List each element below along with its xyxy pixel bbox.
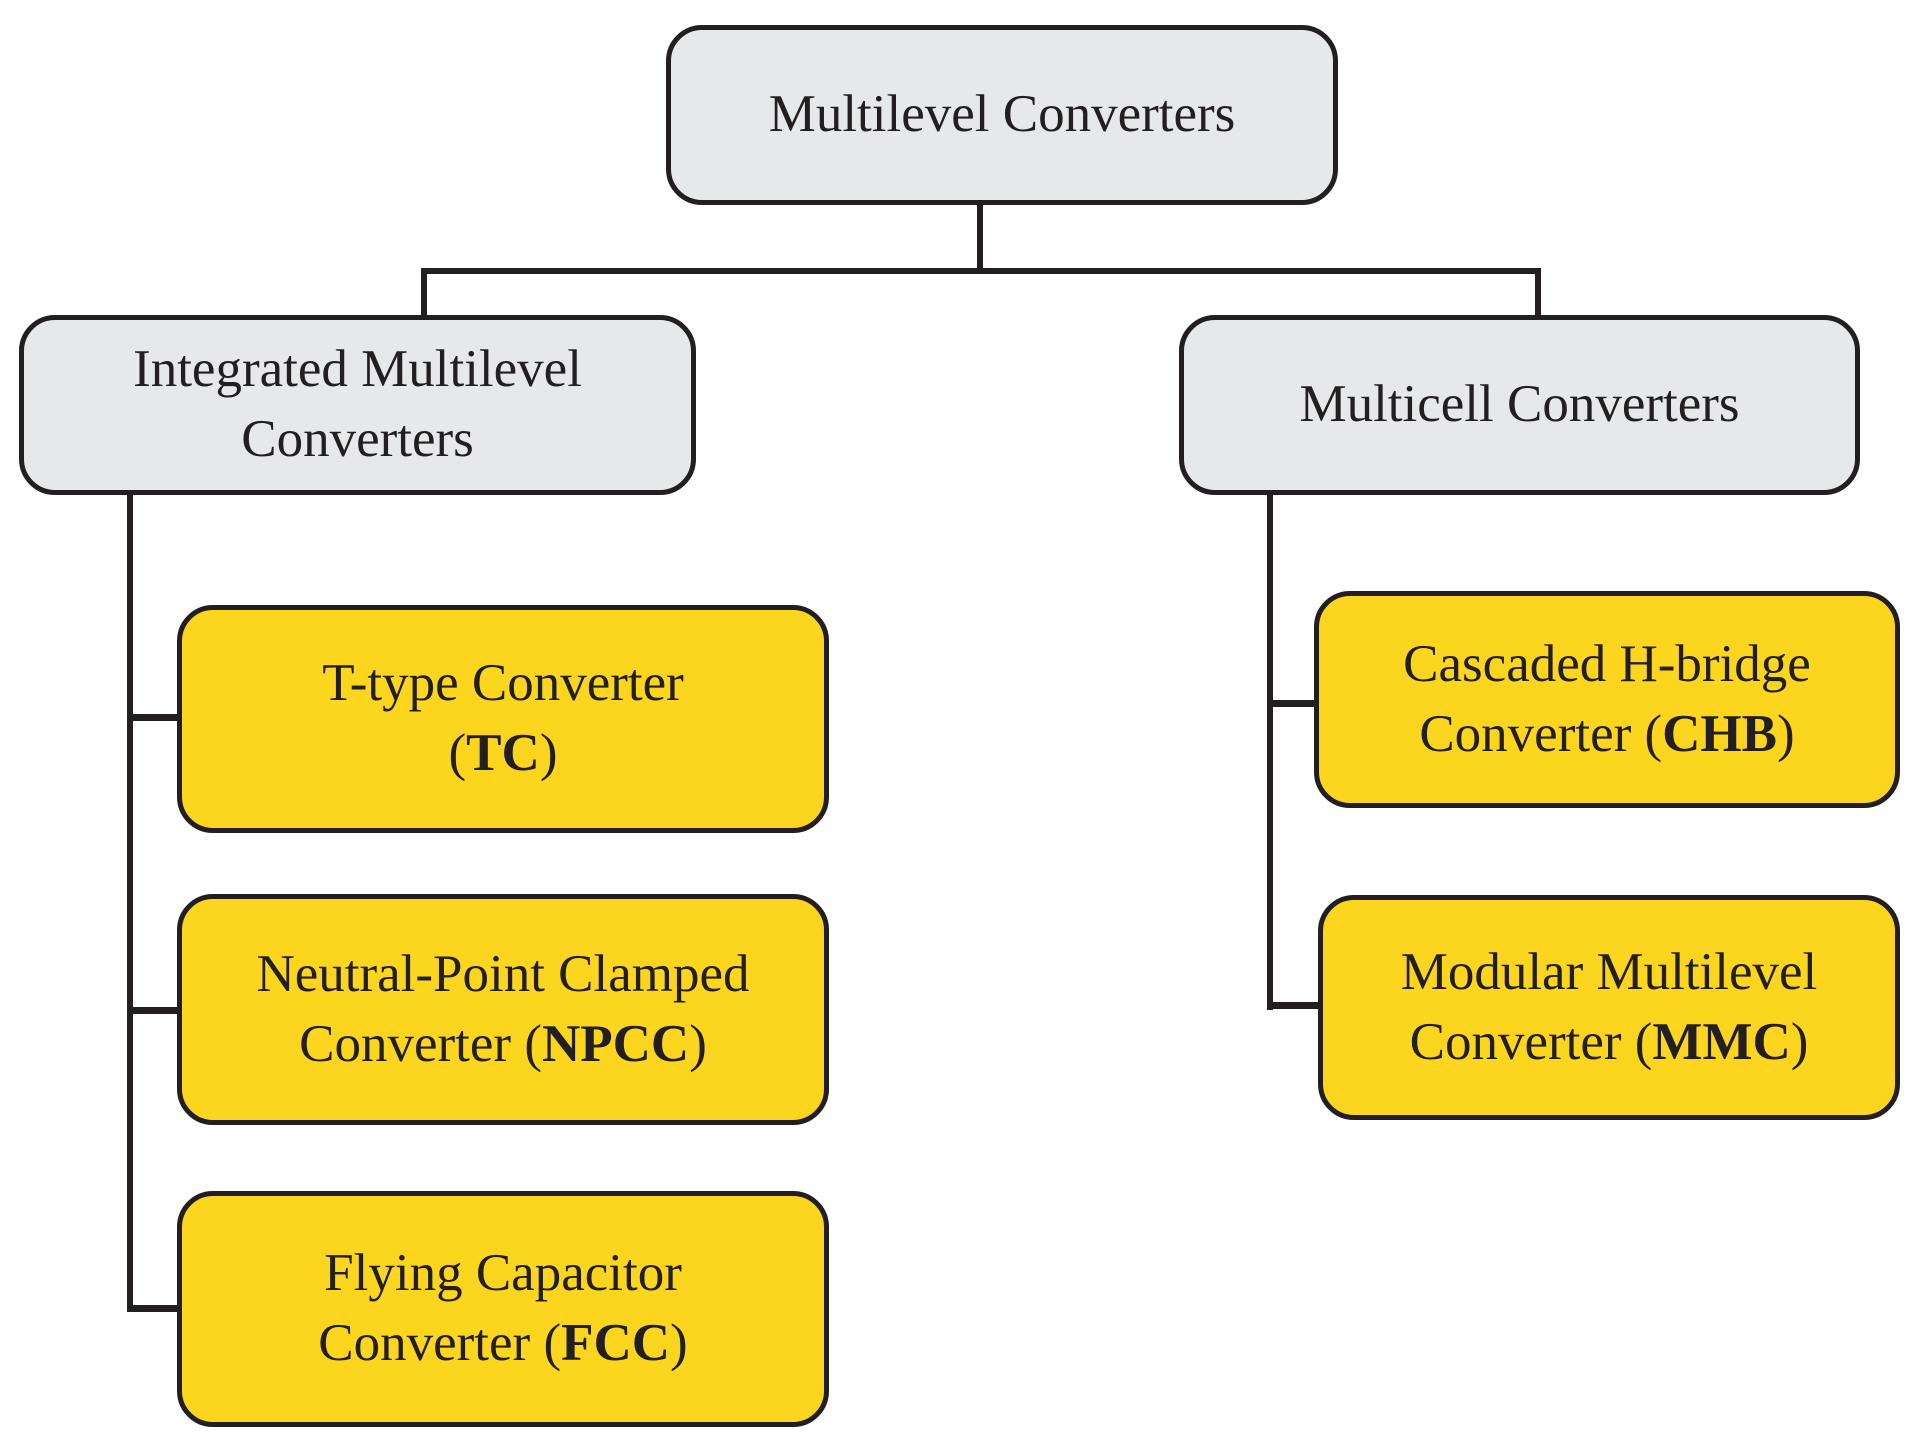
- connector-right-drop: [1535, 268, 1541, 320]
- node-label-line1: Flying Capacitor: [324, 1244, 682, 1303]
- node-abbr: CHB: [1662, 704, 1778, 763]
- node-label-line2: Converter (NPCC): [299, 1014, 707, 1073]
- node-flying-capacitor-converter: Flying Capacitor Converter (FCC): [177, 1191, 829, 1427]
- connector-branch-npcc: [127, 1007, 182, 1014]
- node-neutral-point-clamped-converter: Neutral-Point Clamped Converter (NPCC): [177, 894, 829, 1125]
- node-label: Multilevel Converters: [768, 85, 1236, 144]
- node-label-line1: Cascaded H-bridge: [1403, 634, 1811, 693]
- node-label-line1: T-type Converter: [322, 654, 684, 713]
- connector-right-spine: [1267, 490, 1273, 1010]
- connector-main-horizontal: [421, 268, 1541, 274]
- node-label-line2: Converter (CHB): [1419, 704, 1795, 763]
- node-abbr: MMC: [1652, 1012, 1791, 1071]
- node-abbr: FCC: [561, 1314, 671, 1372]
- connector-branch-chb: [1267, 700, 1319, 707]
- node-label-line2: (TC): [448, 724, 558, 782]
- node-multicell-converters: Multicell Converters: [1179, 315, 1860, 495]
- node-cascaded-h-bridge-converter: Cascaded H-bridge Converter (CHB): [1314, 591, 1900, 808]
- connector-left-spine: [127, 490, 133, 1312]
- node-label-line1: Neutral-Point Clamped: [256, 944, 750, 1003]
- connector-root-stub: [977, 200, 983, 273]
- node-multilevel-converters: Multilevel Converters: [666, 25, 1338, 205]
- node-integrated-multilevel-converters: Integrated Multilevel Converters: [19, 315, 696, 495]
- node-t-type-converter: T-type Converter (TC): [177, 605, 829, 833]
- node-label-line2: Converter (FCC): [318, 1314, 688, 1372]
- connector-left-drop: [421, 268, 427, 320]
- node-label-line1: Modular Multilevel: [1400, 942, 1818, 1001]
- node-abbr: NPCC: [541, 1014, 690, 1073]
- node-label: Multicell Converters: [1299, 375, 1740, 434]
- node-modular-multilevel-converter: Modular Multilevel Converter (MMC): [1318, 895, 1900, 1120]
- connector-branch-tc: [127, 714, 182, 721]
- node-label-line1: Integrated Multilevel: [133, 340, 582, 399]
- connector-branch-mmc: [1267, 1002, 1323, 1009]
- node-abbr: TC: [466, 724, 540, 782]
- node-label-line2: Converter (MMC): [1409, 1012, 1809, 1071]
- node-label-line2: Converters: [241, 410, 474, 468]
- connector-branch-fcc: [127, 1305, 182, 1312]
